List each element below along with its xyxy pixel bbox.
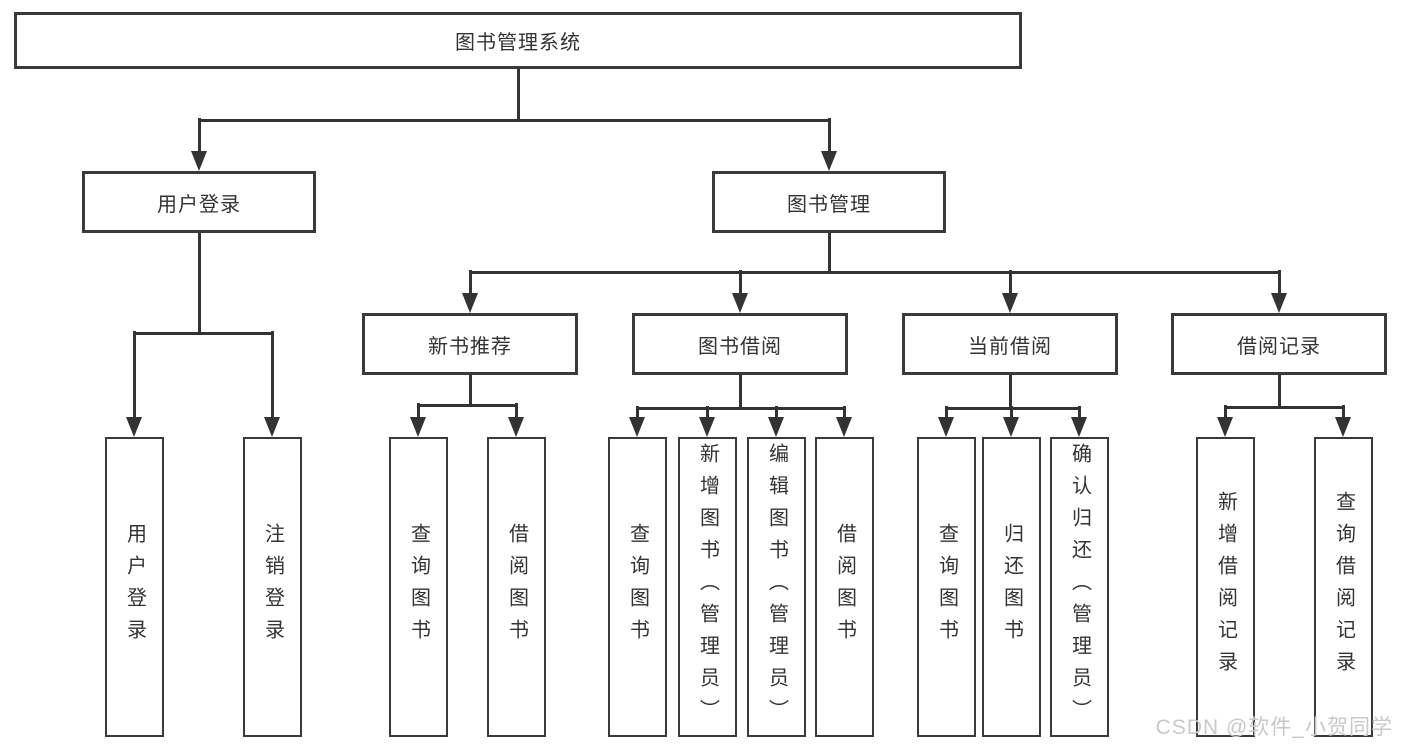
connector-vline (468, 375, 472, 405)
arrow-down-icon (732, 293, 748, 313)
arrow-down-icon (462, 293, 478, 313)
connector-vline (270, 331, 274, 418)
leaf-user-login: 用户登录 (105, 437, 164, 737)
arrow-down-icon (1003, 417, 1019, 437)
connector-hline (635, 406, 846, 410)
connector-vline (132, 331, 136, 418)
arrow-down-icon (699, 417, 715, 437)
connector-hline (416, 403, 518, 407)
connector-vline (516, 69, 520, 120)
node-label: 用户登录 (157, 193, 241, 216)
connector-vline (827, 118, 831, 152)
arrow-down-icon (1271, 293, 1287, 313)
leaf-return-book: 归还图书 (982, 437, 1041, 737)
arrow-down-icon (410, 417, 426, 437)
connector-hline (1223, 405, 1345, 409)
leaf-add-borrow-record: 新增借阅记录 (1196, 437, 1255, 737)
leaf-label: 查询借阅记录 (1332, 491, 1355, 683)
connector-vline (1008, 270, 1012, 294)
node-borrowing-records: 借阅记录 (1171, 313, 1387, 375)
node-book-management: 图书管理 (712, 171, 946, 233)
connector-hline (132, 331, 274, 335)
leaf-label: 查询图书 (935, 523, 958, 651)
connector-vline (738, 270, 742, 294)
leaf-logout: 注销登录 (243, 437, 302, 737)
connector-vline (197, 233, 201, 333)
arrow-down-icon (629, 417, 645, 437)
arrow-down-icon (1217, 417, 1233, 437)
arrow-down-icon (821, 151, 837, 171)
node-label: 新书推荐 (428, 335, 512, 358)
connector-vline (827, 233, 831, 272)
connector-vline (944, 406, 948, 418)
leaf-label: 借阅图书 (833, 523, 856, 651)
connector-hline (468, 270, 1281, 274)
connector-vline (774, 406, 778, 418)
leaf-label: 新增借阅记录 (1214, 491, 1237, 683)
node-label: 图书管理系统 (455, 32, 581, 54)
connector-hline (944, 406, 1081, 410)
node-book-borrowing: 图书借阅 (632, 313, 848, 375)
connector-vline (1341, 405, 1345, 418)
connector-vline (468, 270, 472, 294)
arrow-down-icon (1071, 417, 1087, 437)
connector-vline (197, 118, 201, 152)
leaf-edit-book-admin: 编辑图书（管理员） (747, 437, 806, 737)
leaf-add-book-admin: 新增图书（管理员） (678, 437, 737, 737)
node-label: 图书借阅 (698, 335, 782, 358)
arrow-down-icon (768, 417, 784, 437)
connector-vline (705, 406, 709, 418)
arrow-down-icon (191, 151, 207, 171)
node-new-book-recommendation: 新书推荐 (362, 313, 578, 375)
leaf-label: 确认归还（管理员） (1068, 443, 1091, 731)
leaf-label: 注销登录 (261, 523, 284, 651)
leaf-borrow-books: 借阅图书 (815, 437, 874, 737)
connector-vline (842, 406, 846, 418)
leaf-query-books-current: 查询图书 (917, 437, 976, 737)
leaf-label: 查询图书 (626, 523, 649, 651)
connector-vline (514, 403, 518, 418)
node-label: 图书管理 (787, 193, 871, 216)
arrow-down-icon (1335, 417, 1351, 437)
connector-vline (1009, 406, 1013, 418)
arrow-down-icon (126, 417, 142, 437)
leaf-query-borrow-record: 查询借阅记录 (1314, 437, 1373, 737)
connector-vline (1008, 375, 1012, 408)
arrow-down-icon (836, 417, 852, 437)
leaf-label: 新增图书（管理员） (696, 443, 719, 731)
connector-vline (635, 406, 639, 418)
leaf-label: 归还图书 (1000, 523, 1023, 651)
connector-vline (416, 403, 420, 418)
arrow-down-icon (508, 417, 524, 437)
watermark: CSDN @软件_小贺同学 (1155, 716, 1393, 739)
arrow-down-icon (938, 417, 954, 437)
leaf-label: 查询图书 (407, 523, 430, 651)
arrow-down-icon (264, 417, 280, 437)
node-label: 当前借阅 (968, 335, 1052, 358)
connector-vline (738, 375, 742, 408)
leaf-borrow-books-recommend: 借阅图书 (487, 437, 546, 737)
leaf-label: 用户登录 (123, 523, 146, 651)
node-label: 借阅记录 (1237, 335, 1321, 358)
leaf-query-books-recommend: 查询图书 (389, 437, 448, 737)
connector-vline (1223, 405, 1227, 418)
node-current-borrowing: 当前借阅 (902, 313, 1118, 375)
connector-hline (197, 118, 831, 122)
arrow-down-icon (1002, 293, 1018, 313)
connector-vline (1277, 375, 1281, 407)
leaf-confirm-return-admin: 确认归还（管理员） (1050, 437, 1109, 737)
node-library-management-system: 图书管理系统 (14, 12, 1022, 69)
leaf-label: 借阅图书 (505, 523, 528, 651)
connector-vline (1277, 270, 1281, 294)
connector-vline (1077, 406, 1081, 418)
node-user-login: 用户登录 (82, 171, 316, 233)
leaf-query-books-borrow: 查询图书 (608, 437, 667, 737)
leaf-label: 编辑图书（管理员） (765, 443, 788, 731)
